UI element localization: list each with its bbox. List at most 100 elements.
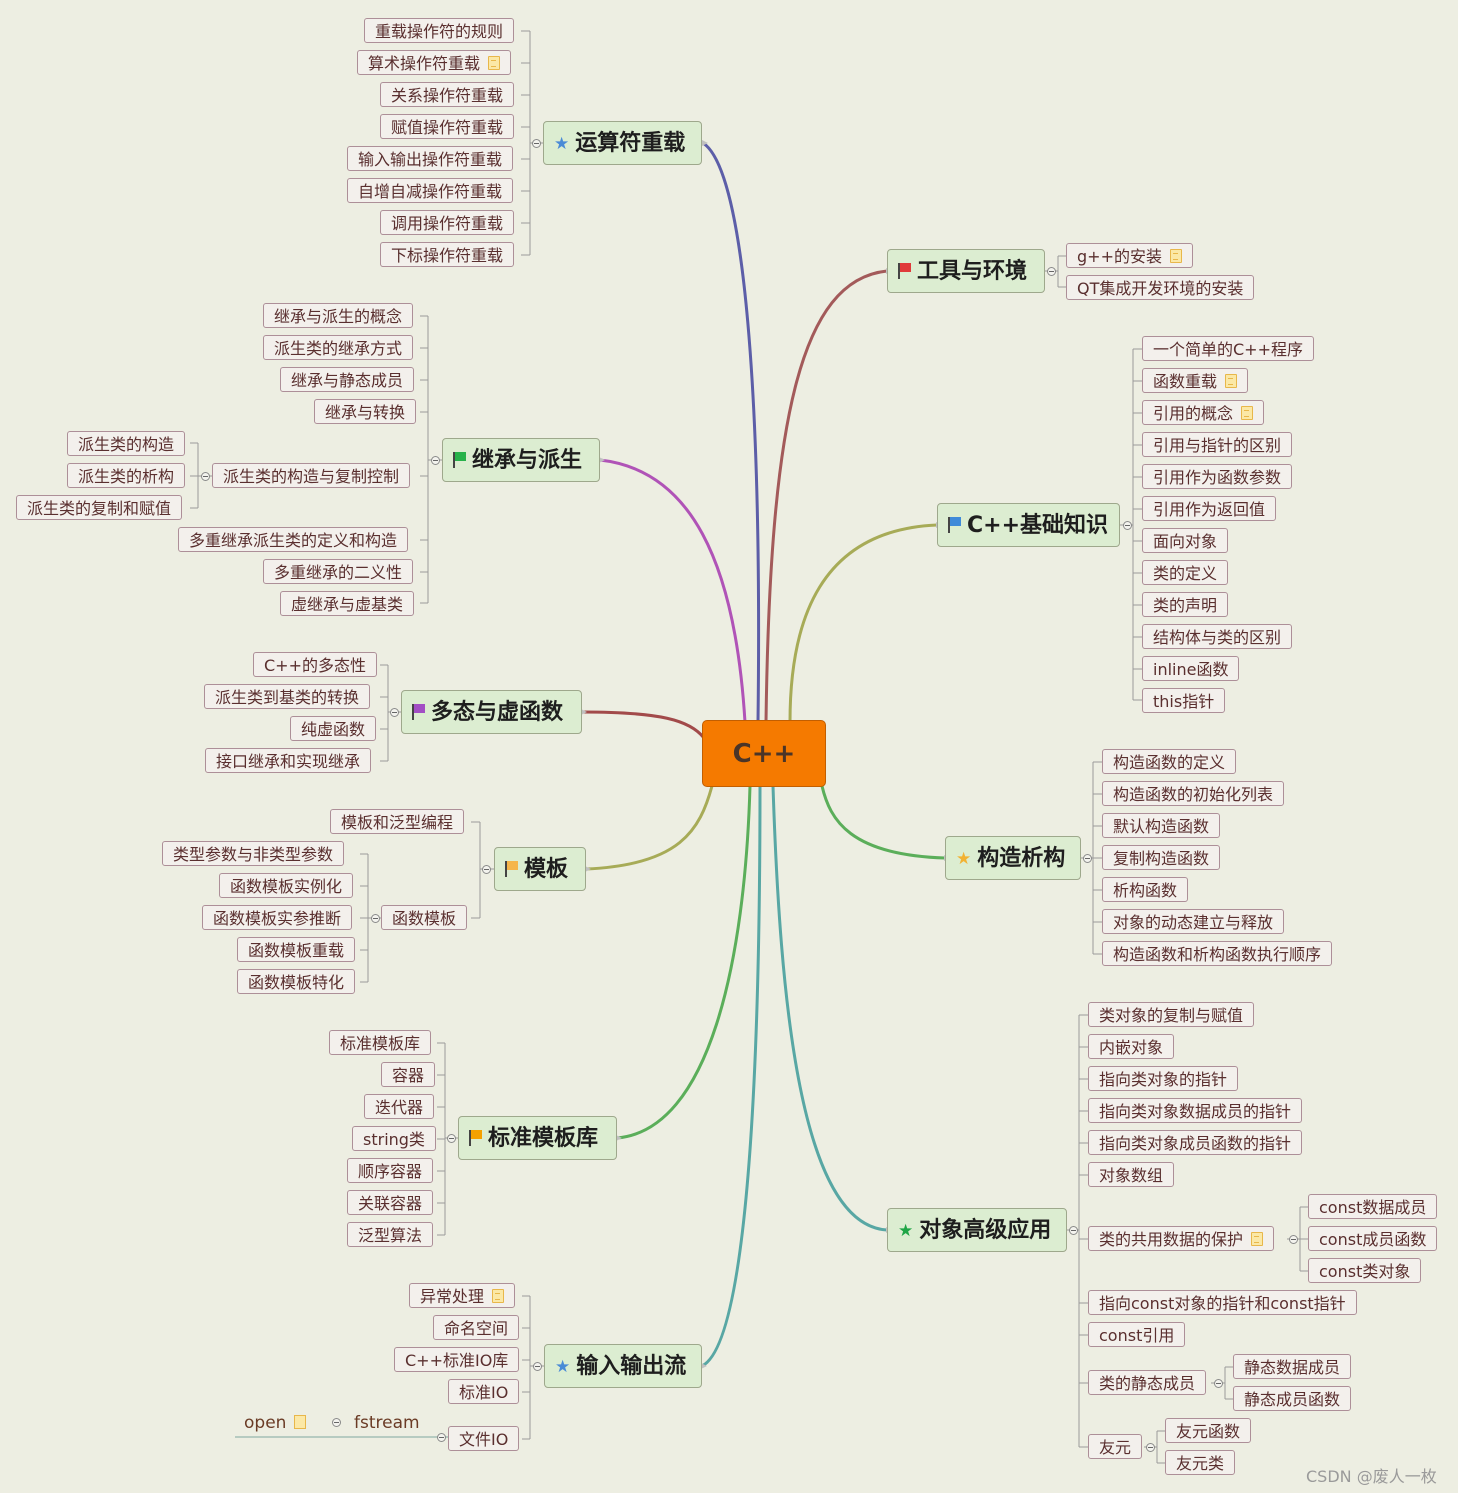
topic-stl[interactable]: 标准模板库 [458,1116,617,1160]
leaf-item[interactable]: 友元类 [1165,1450,1236,1475]
leaf-item[interactable]: 类对象的复制与赋值 [1088,1002,1255,1027]
collapse-toggle-ctor[interactable] [1083,854,1092,863]
leaf-item[interactable]: const数据成员 [1308,1194,1438,1219]
leaf-item[interactable]: 继承与静态成员 [280,367,415,392]
note-icon[interactable] [492,1289,505,1303]
leaf-item[interactable]: 函数模板实例化 [219,873,354,898]
collapse-toggle-protect[interactable] [1289,1235,1298,1244]
leaf-item[interactable]: 类的静态成员 [1088,1370,1207,1395]
leaf-item[interactable]: 函数模板实参推断 [202,905,353,930]
leaf-item[interactable]: 多重继承派生类的定义和构造 [178,527,409,552]
leaf-item[interactable]: 继承与派生的概念 [263,303,414,328]
leaf-item[interactable]: 函数模板特化 [237,969,356,994]
leaf-item[interactable]: 命名空间 [433,1315,520,1340]
leaf-item[interactable]: 输入输出操作符重载 [347,146,514,171]
leaf-item[interactable]: 对象数组 [1088,1162,1175,1187]
leaf-item[interactable]: 虚继承与虚基类 [280,591,415,616]
leaf-item[interactable]: 构造函数的初始化列表 [1102,781,1285,806]
leaf-item[interactable]: 异常处理 [409,1283,516,1308]
topic-operator-overload[interactable]: ★运算符重载 [543,121,702,165]
leaf-item[interactable]: 算术操作符重载 [357,50,512,75]
topic-inheritance[interactable]: 继承与派生 [442,438,600,482]
collapse-toggle-io[interactable] [533,1362,542,1371]
leaf-item[interactable]: string类 [352,1126,436,1151]
leaf-item[interactable]: 面向对象 [1142,528,1229,553]
collapse-toggle-func-template[interactable] [371,914,380,923]
leaf-item[interactable]: 指向类对象数据成员的指针 [1088,1098,1303,1123]
leaf-item[interactable]: 复制构造函数 [1102,845,1221,870]
leaf-item[interactable]: 派生类的构造 [67,431,186,456]
leaf-item[interactable]: 自增自减操作符重载 [347,178,514,203]
leaf-item[interactable]: 指向类对象的指针 [1088,1066,1239,1091]
leaf-item[interactable]: 继承与转换 [314,399,417,424]
leaf-item[interactable]: 指向类对象成员函数的指针 [1088,1130,1303,1155]
leaf-item[interactable]: 泛型算法 [347,1222,434,1247]
leaf-item[interactable]: 派生类的复制和赋值 [16,495,183,520]
note-icon[interactable] [1251,1232,1264,1246]
leaf-item[interactable]: 标准模板库 [329,1030,432,1055]
note-icon[interactable] [1241,406,1254,420]
collapse-toggle-basics[interactable] [1123,521,1132,530]
note-icon[interactable] [294,1415,307,1429]
leaf-item[interactable]: 对象的动态建立与释放 [1102,909,1285,934]
leaf-item[interactable]: 纯虚函数 [290,716,377,741]
collapse-toggle-inherit[interactable] [431,456,440,465]
leaf-item[interactable]: 类的定义 [1142,560,1229,585]
node-fstream[interactable]: fstream [354,1413,420,1433]
topic-io-stream[interactable]: ★输入输出流 [544,1344,702,1388]
topic-ctor-dtor[interactable]: ★构造析构 [945,836,1081,880]
leaf-item[interactable]: 重载操作符的规则 [364,18,515,43]
leaf-item[interactable]: g++的安装 [1066,243,1193,268]
leaf-item[interactable]: 顺序容器 [347,1158,434,1183]
leaf-item[interactable]: 标准IO [448,1379,520,1404]
note-icon[interactable] [488,56,501,70]
leaf-item[interactable]: const成员函数 [1308,1226,1438,1251]
leaf-item[interactable]: 文件IO [448,1426,520,1451]
leaf-item[interactable]: 友元函数 [1165,1418,1252,1443]
collapse-toggle-advanced[interactable] [1069,1226,1078,1235]
leaf-item[interactable]: 派生类到基类的转换 [204,684,371,709]
leaf-item[interactable]: 静态成员函数 [1233,1386,1352,1411]
leaf-item[interactable]: 内嵌对象 [1088,1034,1175,1059]
leaf-item[interactable]: 引用的概念 [1142,400,1265,425]
leaf-item[interactable]: const引用 [1088,1322,1186,1347]
node-open[interactable]: open [244,1413,307,1433]
leaf-item[interactable]: 引用与指针的区别 [1142,432,1293,457]
leaf-item[interactable]: 引用作为函数参数 [1142,464,1293,489]
leaf-item[interactable]: 函数模板 [381,905,468,930]
collapse-toggle-stl[interactable] [447,1134,456,1143]
leaf-item[interactable]: 关系操作符重载 [380,82,515,107]
leaf-item[interactable]: 函数模板重载 [237,937,356,962]
leaf-item[interactable]: 派生类的构造与复制控制 [212,463,411,488]
leaf-item[interactable]: QT集成开发环境的安装 [1066,275,1255,300]
leaf-item[interactable]: 接口继承和实现继承 [205,748,372,773]
leaf-item[interactable]: 类的声明 [1142,592,1229,617]
leaf-item[interactable]: const类对象 [1308,1258,1422,1283]
note-icon[interactable] [1225,374,1238,388]
leaf-item[interactable]: 一个简单的C++程序 [1142,336,1314,361]
collapse-toggle-poly[interactable] [390,708,399,717]
collapse-toggle-template[interactable] [482,865,491,874]
leaf-item[interactable]: 类的共用数据的保护 [1088,1226,1275,1251]
collapse-toggle-derived-ctor[interactable] [201,472,210,481]
leaf-item[interactable]: 默认构造函数 [1102,813,1221,838]
topic-tools-environment[interactable]: 工具与环境 [887,249,1045,293]
leaf-item[interactable]: 构造函数和析构函数执行顺序 [1102,941,1333,966]
collapse-toggle-operator[interactable] [532,139,541,148]
leaf-item[interactable]: 指向const对象的指针和const指针 [1088,1290,1357,1315]
leaf-item[interactable]: 调用操作符重载 [380,210,515,235]
topic-advanced-objects[interactable]: ★对象高级应用 [887,1208,1067,1252]
leaf-item[interactable]: 引用作为返回值 [1142,496,1277,521]
leaf-item[interactable]: inline函数 [1142,656,1240,681]
leaf-item[interactable]: 模板和泛型编程 [330,809,465,834]
leaf-item[interactable]: C++的多态性 [253,652,377,677]
collapse-toggle-static[interactable] [1214,1379,1223,1388]
leaf-item[interactable]: 迭代器 [364,1094,435,1119]
collapse-toggle-file-io[interactable] [437,1433,446,1442]
leaf-item[interactable]: 类型参数与非类型参数 [162,841,345,866]
leaf-item[interactable]: 静态数据成员 [1233,1354,1352,1379]
leaf-item[interactable]: 容器 [381,1062,436,1087]
leaf-item[interactable]: 构造函数的定义 [1102,749,1237,774]
leaf-item[interactable]: 赋值操作符重载 [380,114,515,139]
leaf-item[interactable]: 函数重载 [1142,368,1249,393]
